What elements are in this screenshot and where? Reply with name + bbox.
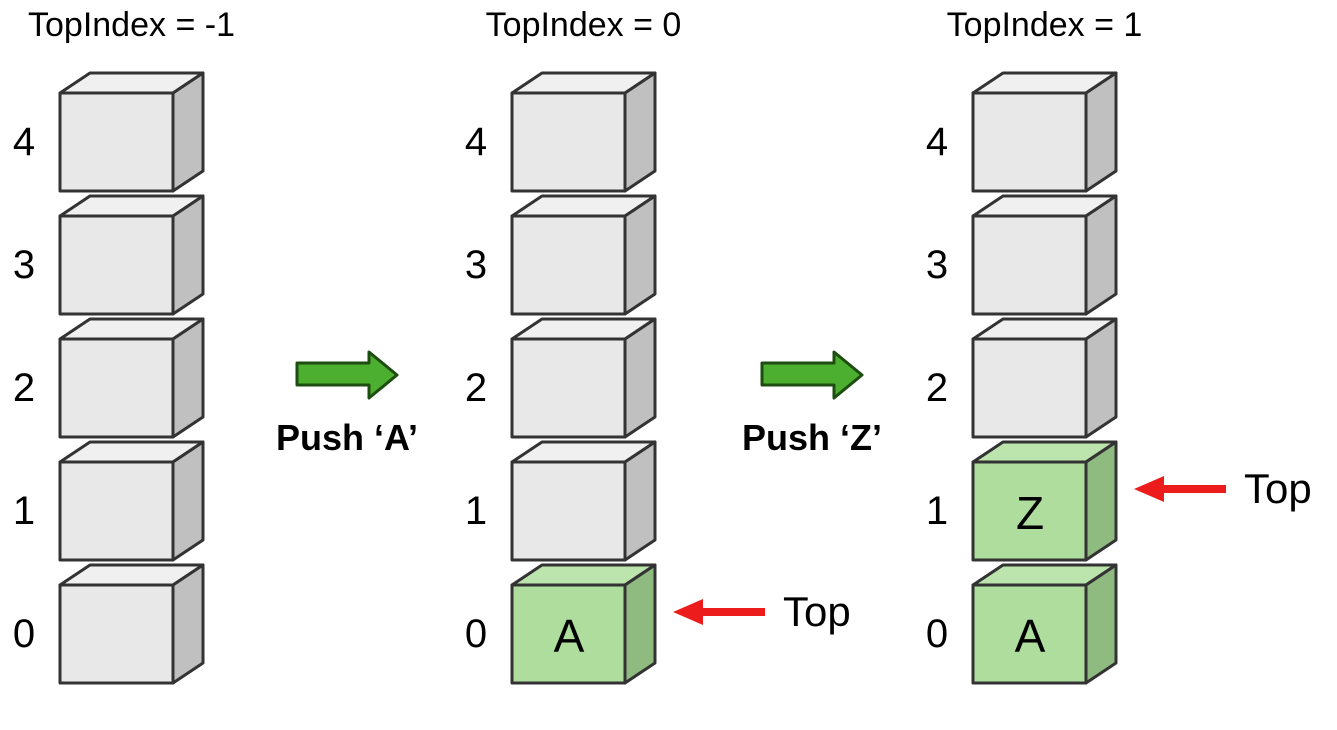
slot-index-label: 3 [12, 243, 36, 287]
slot-index-label: 1 [925, 489, 949, 533]
stack-cube-slot-1 [971, 440, 1118, 562]
cube-front-face [58, 214, 175, 316]
slot-index-label: 2 [12, 366, 36, 410]
stack-cube-slot-2 [971, 317, 1118, 439]
cube-front-face [971, 91, 1088, 193]
stack-title: TopIndex = 0 [485, 6, 682, 44]
slot-index-label: 4 [925, 120, 949, 164]
cube-front-face [510, 91, 627, 193]
slot-index-label: 0 [464, 612, 488, 656]
slot-index-label: 1 [12, 489, 36, 533]
cube-front-face [971, 337, 1088, 439]
slot-index-label: 2 [925, 366, 949, 410]
slot-value-label: A [1014, 610, 1046, 662]
stack-column [971, 71, 1118, 685]
stack-cube-slot-4 [971, 71, 1118, 193]
cube-front-face [510, 337, 627, 439]
cube-front-face [971, 460, 1088, 562]
cube-front-face [58, 91, 175, 193]
top-pointer-arrow-icon [673, 599, 765, 625]
push-arrow-icon [760, 350, 864, 400]
slot-value-label: Z [1015, 487, 1045, 539]
stack-column [510, 71, 657, 685]
stack-cube-slot-3 [971, 194, 1118, 316]
push-operation-label: Push ‘Z’ [741, 417, 883, 458]
slot-index-label: 4 [12, 120, 36, 164]
cube-front-face [510, 214, 627, 316]
cube-front-face [58, 583, 175, 685]
stack-cube-slot-0 [971, 563, 1118, 685]
slot-index-label: 1 [464, 489, 488, 533]
slot-index-label: 3 [464, 243, 488, 287]
cube-front-face [58, 337, 175, 439]
push-operation-label: Push ‘A’ [275, 417, 419, 458]
slot-value-label: A [553, 610, 585, 662]
stack-cube-slot-4 [510, 71, 657, 193]
slot-index-label: 0 [925, 612, 949, 656]
stack-cube-slot-0 [58, 563, 205, 685]
cube-front-face [971, 214, 1088, 316]
stack-cube-slot-3 [58, 194, 205, 316]
slot-index-label: 3 [925, 243, 949, 287]
stack-cube-slot-4 [58, 71, 205, 193]
stack-cube-slot-0 [510, 563, 657, 685]
cube-front-face [58, 460, 175, 562]
slot-index-label: 4 [464, 120, 488, 164]
stack-cube-slot-2 [58, 317, 205, 439]
top-pointer-label: Top [783, 588, 851, 635]
top-pointer-label: Top [1244, 465, 1312, 512]
stack-cube-slot-3 [510, 194, 657, 316]
stack-cube-slot-2 [510, 317, 657, 439]
stack-title: TopIndex = 1 [946, 6, 1143, 44]
push-arrow-icon [295, 350, 399, 400]
stack-title: TopIndex = -1 [28, 6, 235, 44]
stack-column [58, 71, 205, 685]
cube-front-face [971, 583, 1088, 685]
cube-front-face [510, 583, 627, 685]
slot-index-label: 2 [464, 366, 488, 410]
stack-cube-slot-1 [58, 440, 205, 562]
slot-index-label: 0 [12, 612, 36, 656]
cube-front-face [510, 460, 627, 562]
stack-cube-slot-1 [510, 440, 657, 562]
top-pointer-arrow-icon [1134, 476, 1226, 502]
